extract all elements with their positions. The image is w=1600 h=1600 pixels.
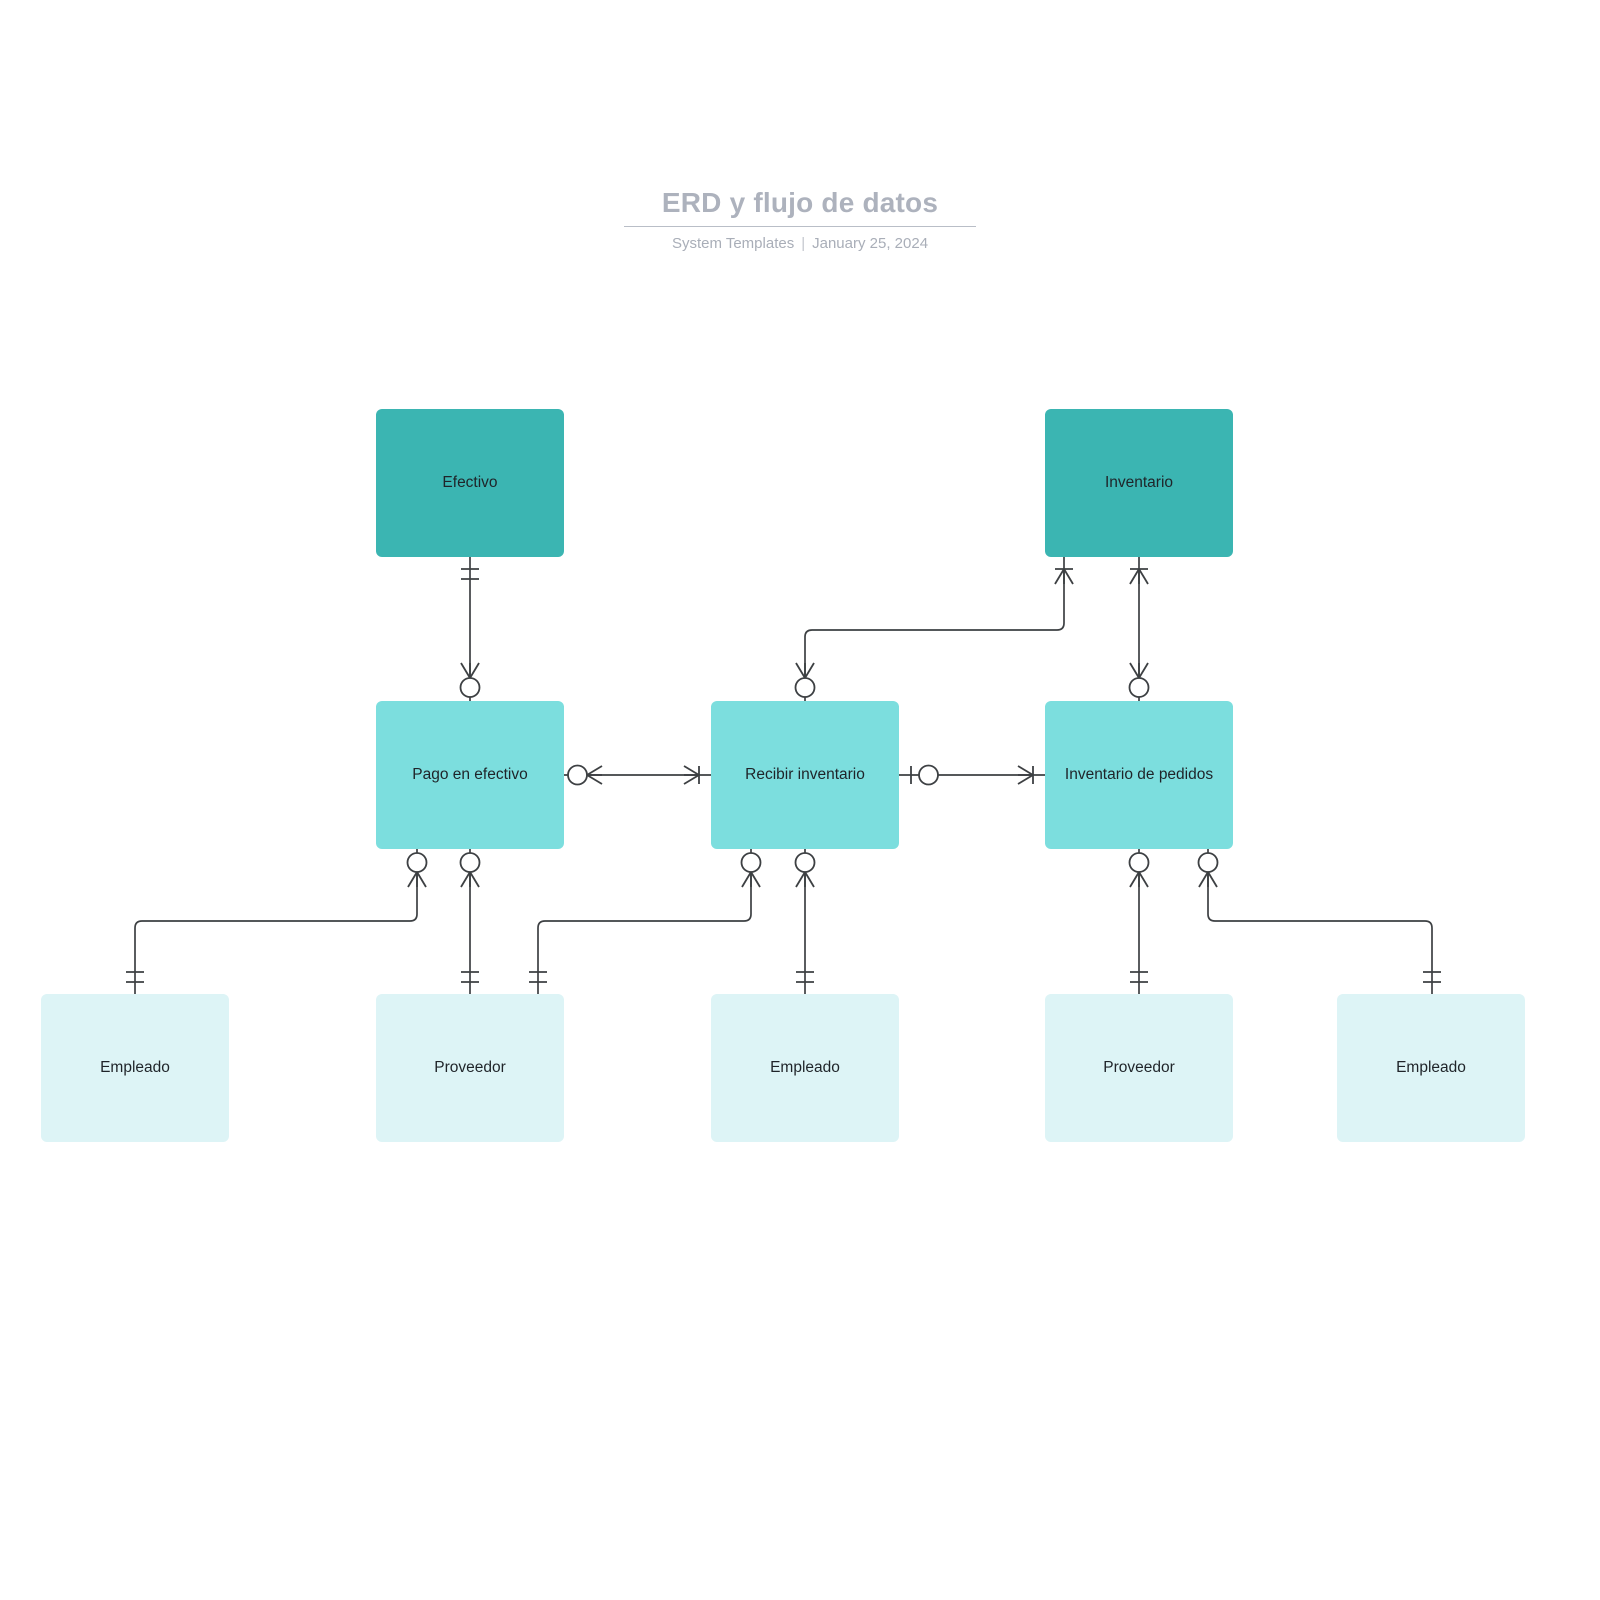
symbol-many-e6-a xyxy=(416,871,427,888)
entity-node-label: Efectivo xyxy=(442,474,498,491)
symbol-many-e8-a xyxy=(750,871,761,888)
entity-node-label: Proveedor xyxy=(434,1059,506,1076)
symbol-many-e3-b xyxy=(1138,662,1149,679)
entity-node-efectivo[interactable]: Efectivo xyxy=(376,409,564,557)
page-title: ERD y flujo de datos xyxy=(661,187,939,218)
header-author: System Templates xyxy=(671,235,795,252)
document-header: ERD y flujo de datos System Templates | Ja… xyxy=(0,186,1600,253)
entity-node-inventario[interactable]: Inventario xyxy=(1045,409,1233,557)
symbol-many-e2-b xyxy=(795,662,806,679)
symbol-many-e4-b xyxy=(683,765,700,776)
entity-node-empleado-1[interactable]: Empleado xyxy=(41,994,229,1142)
header-divider xyxy=(624,226,976,227)
symbol-zero-e10-a xyxy=(1128,852,1150,873)
symbol-many-e1-b xyxy=(460,662,471,679)
symbol-many-e9-a xyxy=(804,871,815,888)
entity-node-empleado-2[interactable]: Empleado xyxy=(711,994,899,1142)
symbol-zero-e2-b xyxy=(794,677,816,698)
entity-node-proveedor-1[interactable]: Proveedor xyxy=(376,994,564,1142)
entity-node-label: Empleado xyxy=(770,1059,840,1076)
symbol-zero-e1-b xyxy=(459,677,481,698)
edge-line-e8 xyxy=(537,849,752,994)
symbol-many-e10-a xyxy=(1129,871,1140,888)
symbol-many-e3-a xyxy=(1138,568,1149,585)
symbol-many-e8-a xyxy=(741,871,752,888)
header-subtitle: System Templates | January 25, 2024 xyxy=(0,234,1600,253)
symbol-many-e4-a xyxy=(586,765,603,776)
symbol-many-e5-b xyxy=(1017,774,1034,785)
edge-line-e2 xyxy=(804,557,1065,701)
entity-node-label: Proveedor xyxy=(1103,1059,1175,1076)
entity-node-label: Recibir inventario xyxy=(745,766,865,783)
symbol-zero-e8-a xyxy=(740,852,762,873)
symbol-many-e4-a xyxy=(586,774,603,785)
symbol-many-e3-a xyxy=(1129,568,1140,585)
symbol-zero-e6-a xyxy=(406,852,428,873)
symbol-many-e9-a xyxy=(795,871,806,888)
symbol-zero-e11-a xyxy=(1197,852,1219,873)
edge-line-e6 xyxy=(134,849,418,994)
edge-line-e11 xyxy=(1207,849,1433,994)
entity-node-label: Inventario de pedidos xyxy=(1064,766,1214,783)
symbol-many-e3-b xyxy=(1129,662,1140,679)
symbol-many-e6-a xyxy=(407,871,418,888)
symbol-many-e2-b xyxy=(804,662,815,679)
header-date: January 25, 2024 xyxy=(812,235,929,252)
entity-node-empleado-3[interactable]: Empleado xyxy=(1337,994,1525,1142)
entity-node-inv-pedidos[interactable]: Inventario de pedidos xyxy=(1045,701,1233,849)
entity-node-label: Empleado xyxy=(1396,1059,1466,1076)
symbol-many-e7-a xyxy=(469,871,480,888)
symbol-zero-e4-a xyxy=(567,764,588,786)
symbol-many-e2-a xyxy=(1054,568,1065,585)
symbol-many-e11-a xyxy=(1207,871,1218,888)
entity-node-label: Inventario xyxy=(1104,474,1174,491)
symbol-many-e4-b xyxy=(683,774,700,785)
symbol-many-e1-b xyxy=(469,662,480,679)
symbol-zero-e5-a xyxy=(918,764,939,786)
entity-node-label: Pago en efectivo xyxy=(412,766,528,783)
symbol-many-e5-b xyxy=(1017,765,1034,776)
entity-node-recibir-inv[interactable]: Recibir inventario xyxy=(711,701,899,849)
symbol-zero-e9-a xyxy=(794,852,816,873)
entity-node-label: Empleado xyxy=(100,1059,170,1076)
header-separator: | xyxy=(801,235,806,252)
symbol-many-e2-a xyxy=(1063,568,1074,585)
symbol-zero-e3-b xyxy=(1128,677,1150,698)
symbol-zero-e7-a xyxy=(459,852,481,873)
symbol-many-e10-a xyxy=(1138,871,1149,888)
symbol-many-e11-a xyxy=(1198,871,1209,888)
entity-node-pago-efectivo[interactable]: Pago en efectivo xyxy=(376,701,564,849)
entity-node-proveedor-2[interactable]: Proveedor xyxy=(1045,994,1233,1142)
symbol-many-e7-a xyxy=(460,871,471,888)
